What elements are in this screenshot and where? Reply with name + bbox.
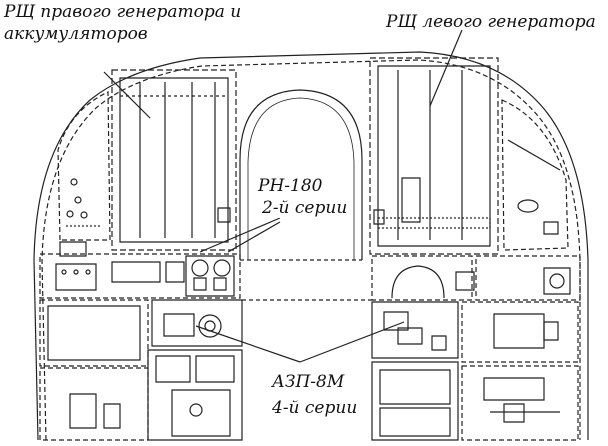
leader-rn180-a (200, 218, 280, 252)
panel-left-side (58, 92, 110, 240)
right-lower-compartments (372, 362, 578, 440)
label-azp8m-1: АЗП-8М (272, 372, 345, 392)
label-azp8m-2: 4-й серии (272, 398, 358, 418)
leader-azp-a (196, 326, 300, 362)
label-rn180-1: РН-180 (258, 176, 323, 196)
central-arch (240, 90, 362, 260)
central-lower-area (240, 260, 372, 300)
left-equipment-row (40, 242, 240, 298)
label-rn180-2: 2-й серии (262, 198, 348, 218)
panel-left-generator (370, 58, 498, 254)
leader-right-gen (104, 72, 150, 118)
panel-right-side (502, 100, 568, 250)
leader-left-gen (430, 30, 462, 106)
left-lower-compartments (40, 300, 242, 440)
label-left-generator: РЩ левого генератора (386, 12, 596, 32)
bulkhead-inner-outline (42, 60, 580, 440)
right-equipment-row (372, 256, 580, 362)
central-arch-inner (248, 98, 354, 260)
label-right-generator-1: РЩ правого генератора и (4, 2, 242, 22)
leader-rn180-b (228, 222, 280, 252)
panel-right-generator (112, 70, 236, 250)
bulkhead-outline (34, 52, 588, 440)
leader-azp-b (300, 322, 404, 362)
label-right-generator-2: аккумуляторов (4, 24, 148, 44)
